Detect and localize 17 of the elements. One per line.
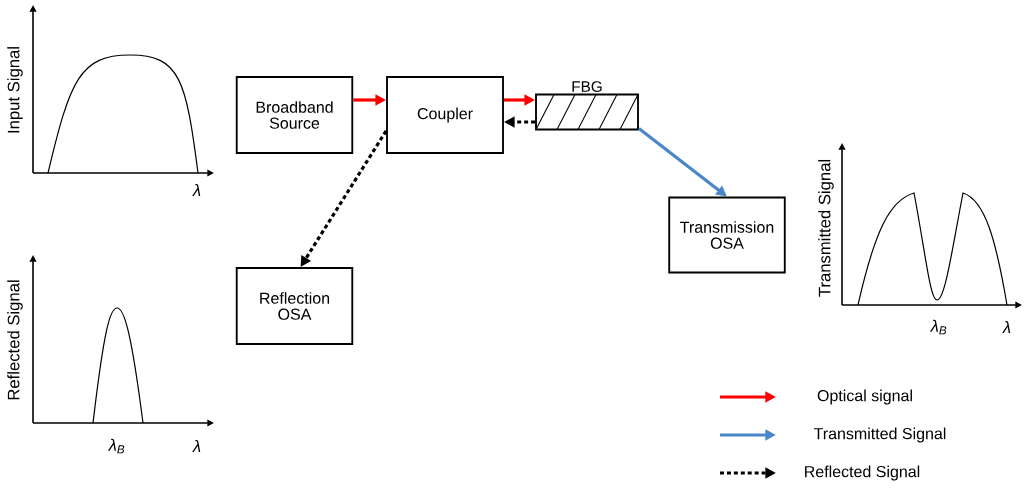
legend-text: Optical signal (817, 389, 912, 405)
process-box: Transmission OSA (668, 196, 786, 274)
axis-symbol: λ (192, 439, 201, 453)
axis-symbol: λ (1002, 320, 1011, 334)
axis-symbol: λ (192, 183, 201, 197)
axis-label: Transmitted Signal (818, 159, 834, 297)
process-box: Broadband Source (235, 76, 354, 154)
grating-box: FBG (535, 81, 639, 131)
axis-label: Input Signal (7, 47, 23, 133)
axis-label: Reflected Signal (7, 280, 23, 400)
process-box: Reflection OSA (235, 267, 354, 345)
legend-text: Transmitted Signal (813, 427, 946, 443)
node-label: FBG (572, 81, 602, 92)
process-box: Coupler (386, 76, 504, 154)
legend-text: Reflected Signal (805, 465, 920, 481)
axis-symbol: λ$_{B}$ (929, 319, 947, 335)
axis-symbol: λ$_{B}$ (107, 438, 125, 454)
